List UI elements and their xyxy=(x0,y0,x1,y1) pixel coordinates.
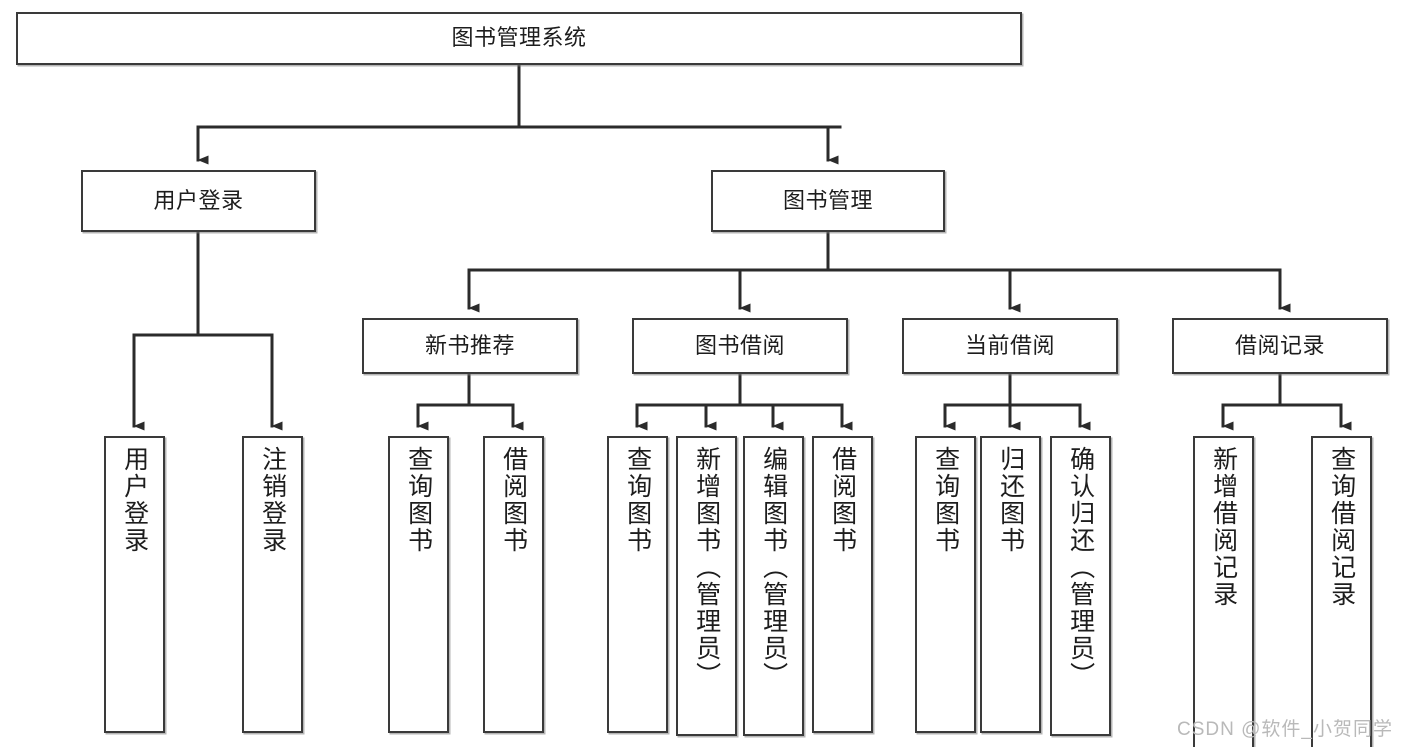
leaf-user-login-login[interactable]: 用户登录 xyxy=(104,436,165,733)
node-book-management-system[interactable]: 图书管理系统 xyxy=(16,12,1022,65)
node-label: 图书借阅 xyxy=(694,332,785,358)
leaf-current-query-book[interactable]: 查询图书 xyxy=(915,436,976,733)
leaf-current-confirm-return-admin[interactable]: 确认归还（管理员） xyxy=(1050,436,1111,736)
node-book-borrowing[interactable]: 图书借阅 xyxy=(632,318,848,374)
node-user-login[interactable]: 用户登录 xyxy=(81,170,316,232)
leaf-borrow-query-book[interactable]: 查询图书 xyxy=(607,436,668,733)
node-label: 借阅图书 xyxy=(499,446,528,554)
node-label: 当前借阅 xyxy=(964,332,1055,358)
leaf-borrow-borrow-book[interactable]: 借阅图书 xyxy=(812,436,873,733)
leaf-record-query-record[interactable]: 查询借阅记录 xyxy=(1311,436,1372,747)
node-label: 归还图书 xyxy=(996,446,1025,554)
node-book-management[interactable]: 图书管理 xyxy=(711,170,945,232)
node-current-borrowing[interactable]: 当前借阅 xyxy=(902,318,1118,374)
node-label: 借阅记录 xyxy=(1234,332,1325,358)
node-label: 借阅图书 xyxy=(828,446,857,554)
node-label: 图书管理系统 xyxy=(451,25,587,51)
node-new-book-recommendation[interactable]: 新书推荐 xyxy=(362,318,578,374)
leaf-user-login-logout[interactable]: 注销登录 xyxy=(242,436,303,733)
node-label: 查询借阅记录 xyxy=(1327,446,1356,608)
node-borrowing-record[interactable]: 借阅记录 xyxy=(1172,318,1388,374)
node-label: 确认归还（管理员） xyxy=(1066,446,1095,689)
node-label: 用户登录 xyxy=(153,187,244,213)
node-label: 新书推荐 xyxy=(424,332,515,358)
node-label: 用户登录 xyxy=(120,446,149,554)
node-label: 查询图书 xyxy=(931,446,960,554)
node-label: 注销登录 xyxy=(258,446,287,554)
node-label: 新增借阅记录 xyxy=(1209,446,1238,608)
leaf-borrow-edit-book-admin[interactable]: 编辑图书（管理员） xyxy=(743,436,804,736)
node-label: 新增图书（管理员） xyxy=(692,446,721,689)
leaf-new-book-borrow[interactable]: 借阅图书 xyxy=(483,436,544,733)
node-label: 查询图书 xyxy=(404,446,433,554)
leaf-borrow-add-book-admin[interactable]: 新增图书（管理员） xyxy=(676,436,737,736)
leaf-record-add-record[interactable]: 新增借阅记录 xyxy=(1193,436,1254,747)
node-label: 图书管理 xyxy=(782,187,873,213)
leaf-new-book-query[interactable]: 查询图书 xyxy=(388,436,449,733)
node-label: 查询图书 xyxy=(623,446,652,554)
leaf-current-return-book[interactable]: 归还图书 xyxy=(980,436,1041,733)
node-label: 编辑图书（管理员） xyxy=(759,446,788,689)
